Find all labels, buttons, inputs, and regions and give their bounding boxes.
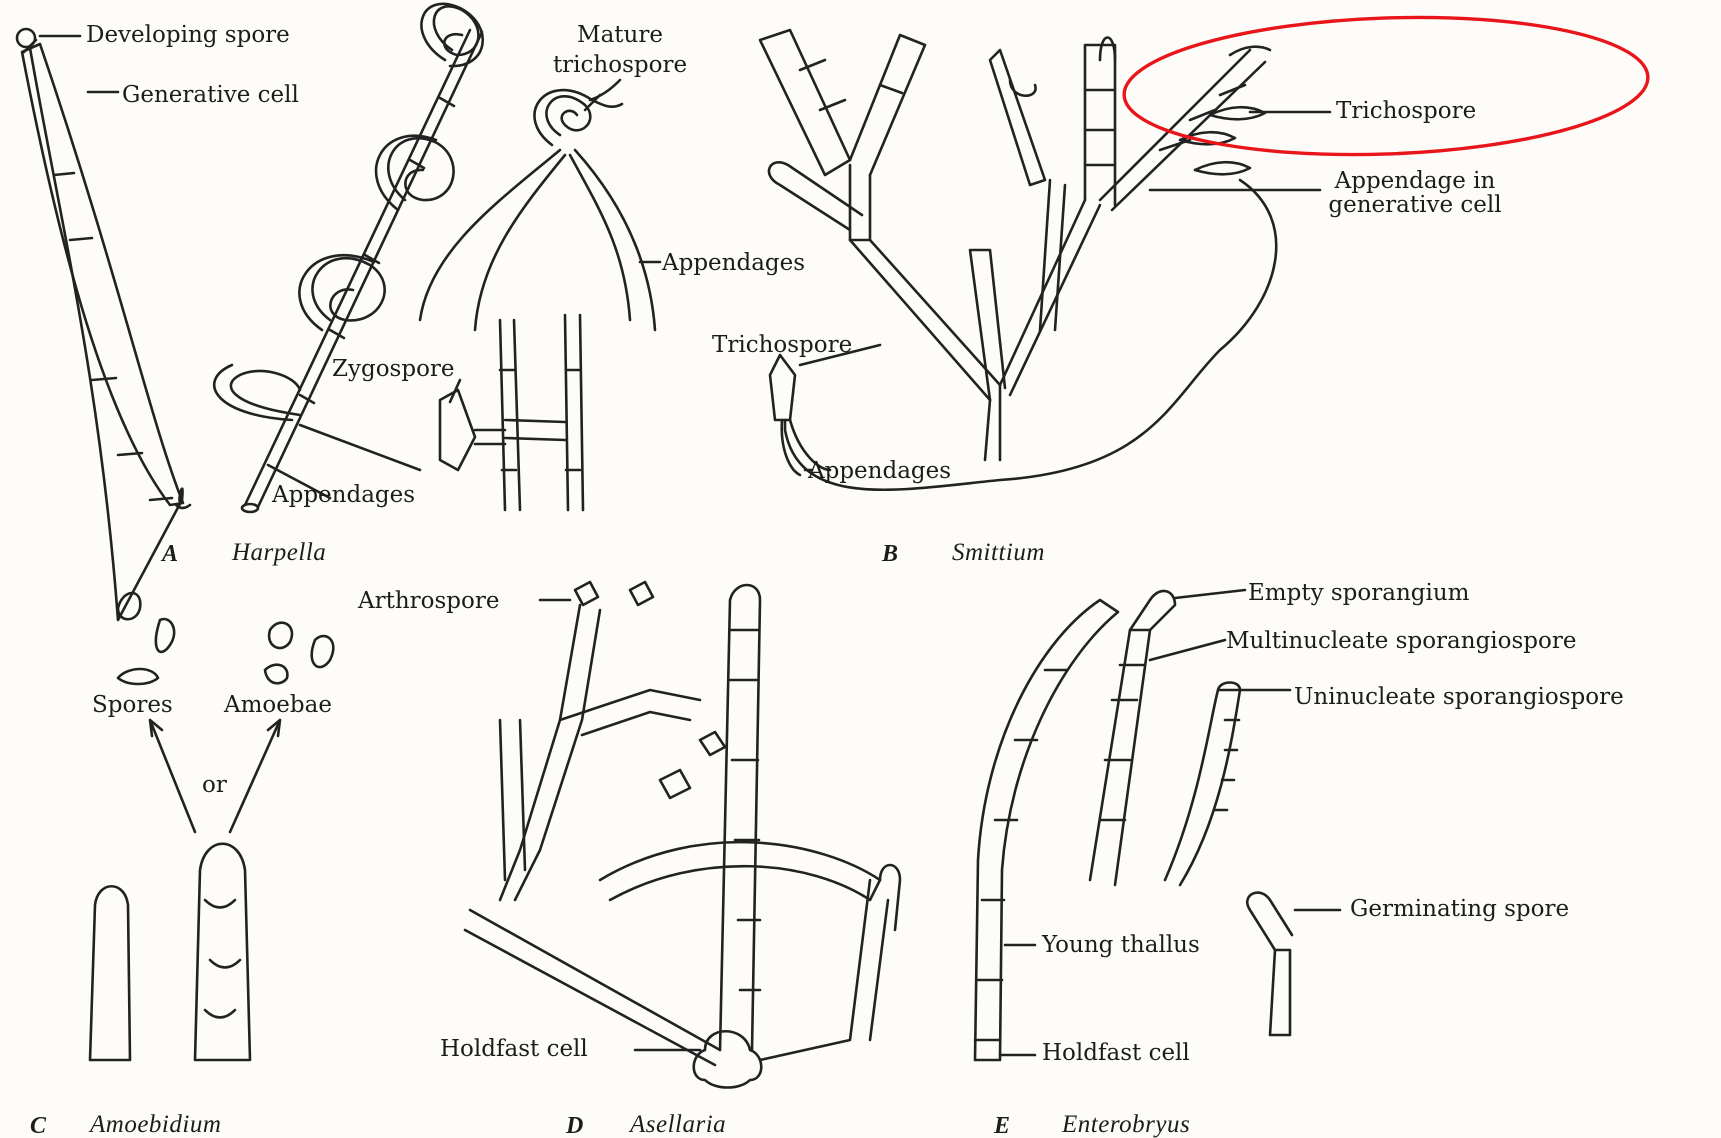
label-trichospore-b: Trichospore [712,334,852,357]
label-appendages-a-upper: Appendages [662,252,805,275]
panel-letter-b: B [882,542,898,566]
label-germinating-spore: Germinating spore [1350,898,1569,921]
panel-name-asellaria: Asellaria [630,1112,726,1137]
label-empty-sporangium: Empty sporangium [1248,582,1469,605]
label-holdfast-cell-e: Holdfast cell [1042,1042,1190,1065]
panel-name-amoebidium: Amoebidium [90,1112,221,1137]
label-developing-spore: Developing spore [86,24,290,47]
highlight-circle [1122,9,1650,163]
amoebidium-drawing [90,593,333,1060]
label-young-thallus: Young thallus [1042,934,1200,957]
label-zygospore: Zygospore [332,358,455,381]
label-appendage-in-gen-cell-line1: Appendage in [1310,170,1520,193]
label-arthrospore: Arthrospore [358,590,499,613]
panel-letter-a: A [162,542,178,566]
panel-letter-e: E [994,1114,1010,1138]
harpella-drawing [17,4,660,620]
asellaria-drawing [465,582,900,1088]
label-trichospore-circled: Trichospore [1336,100,1476,123]
label-multinucleate-sporangiospore: Multinucleate sporangiospore [1226,630,1576,653]
panel-name-harpella: Harpella [232,540,326,565]
label-uninucleate-sporangiospore: Uninucleate sporangiospore [1294,686,1624,709]
label-appendages-b: Appendages [808,460,951,483]
label-mature-trichospore-line1: Mature [560,24,680,47]
label-mature-trichospore-line2: trichospore [545,54,695,77]
smittium-drawing [760,30,1330,490]
panel-name-enterobryus: Enterobryus [1062,1112,1190,1137]
label-generative-cell: Generative cell [122,84,299,107]
label-spores: Spores [92,694,173,717]
panel-letter-d: D [566,1114,583,1138]
panel-letter-c: C [30,1114,46,1138]
enterobryus-drawing [975,590,1340,1060]
label-holdfast-cell-d: Holdfast cell [440,1038,588,1061]
panel-name-smittium: Smittium [952,540,1045,565]
label-or: or [202,774,227,797]
label-amoebae: Amoebae [224,694,332,717]
label-appendage-in-gen-cell-line2: generative cell [1300,194,1530,217]
label-appendages-a-lower: Appendages [272,484,415,507]
